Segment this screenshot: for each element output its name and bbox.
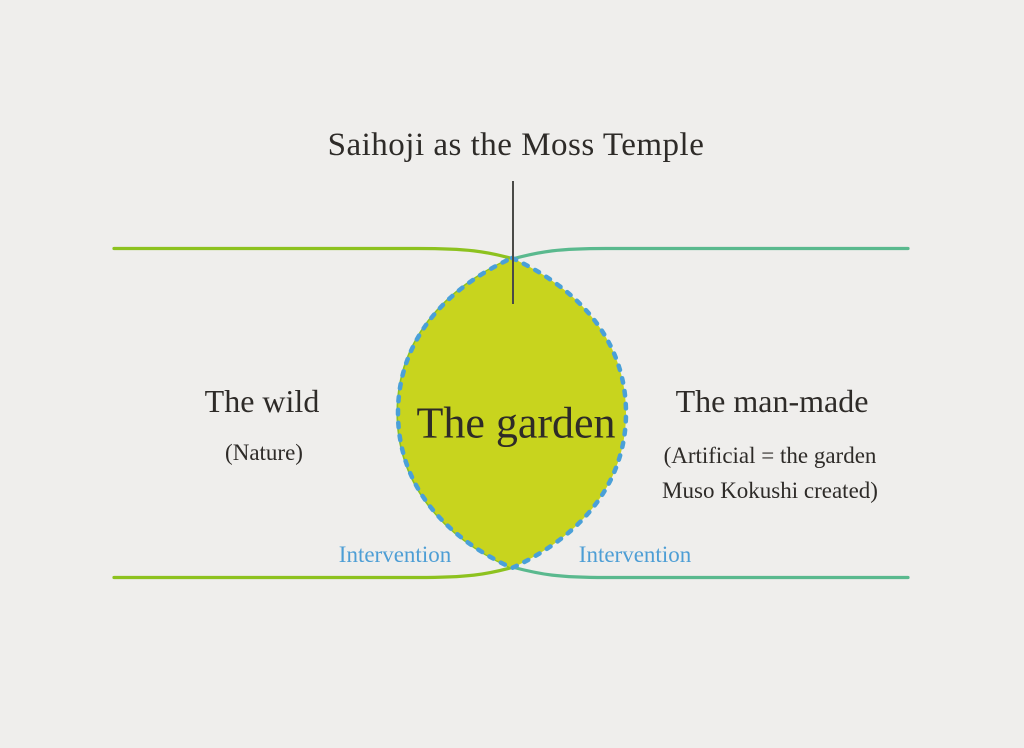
lens-dashed-border (395, 255, 629, 571)
manmade-caption-line2: Muso Kokushi created) (662, 478, 878, 503)
intervention-label-right: Intervention (578, 542, 692, 567)
garden-label: The garden (416, 398, 616, 448)
manmade-caption-line1: (Artificial = the garden (663, 443, 877, 468)
wild-heading: The wild (204, 383, 320, 419)
manmade-heading: The man-made (675, 383, 869, 419)
intervention-label-left: Intervention (338, 542, 452, 567)
diagram-title: Saihoji as the Moss Temple (327, 127, 705, 163)
manmade-line-bottom (512, 565, 910, 580)
wild-caption: (Nature) (225, 440, 303, 465)
manmade-line-top (512, 246, 910, 261)
manmade-caption: (Artificial = the garden Muso Kokushi cr… (662, 438, 878, 508)
lens-shape (398, 258, 626, 568)
